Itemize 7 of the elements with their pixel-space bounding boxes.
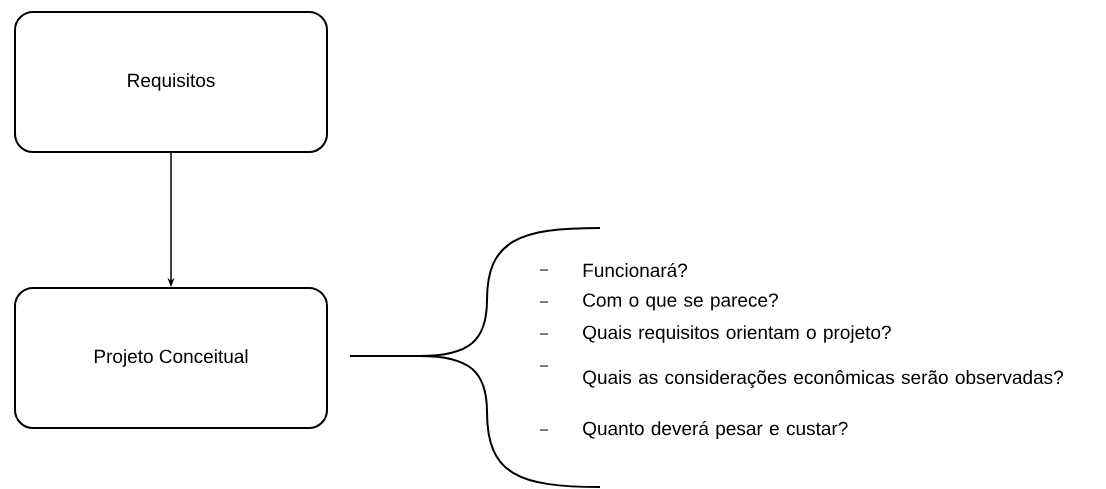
- list-item: Funcionará?: [583, 262, 688, 278]
- list-item: Quais as considerações econômicas serão observadas?: [583, 370, 1063, 388]
- list-item: Quais requisitos orientam o projeto?: [583, 325, 891, 343]
- process-box: Requisitos: [14, 11, 328, 153]
- list-item: Quanto deverá pesar e custar?: [583, 421, 848, 439]
- process-box: Projeto Conceitual: [14, 287, 328, 429]
- list-item: Com o que se parece?: [583, 293, 778, 311]
